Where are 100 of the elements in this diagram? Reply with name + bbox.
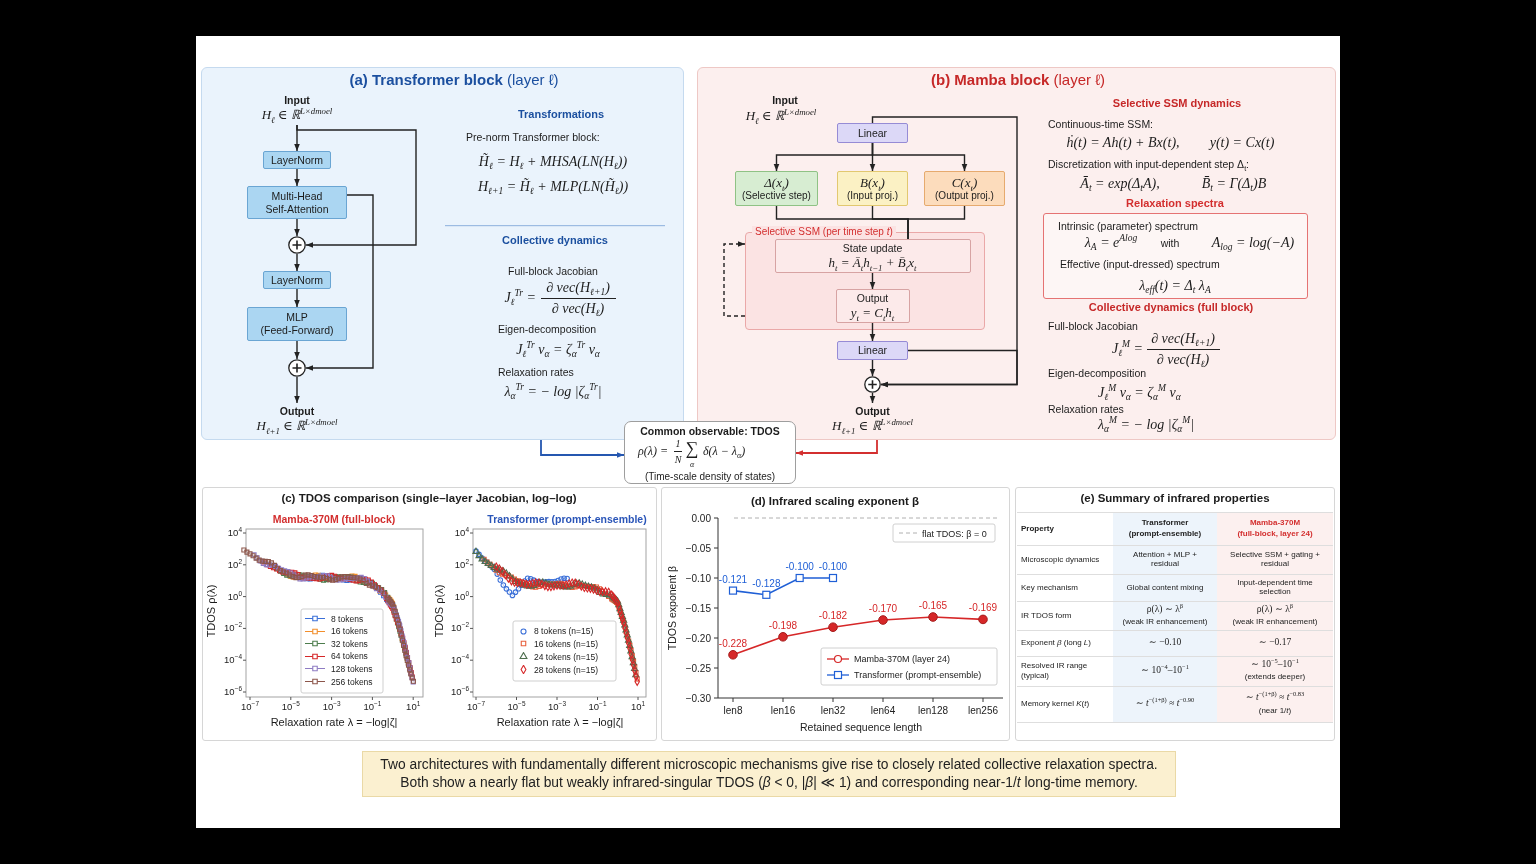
process-box [263,151,331,169]
formula: B(x$_{t}$) [860,174,885,191]
axis-title: TDOS ρ(λ) [205,584,219,638]
table-value: ∼ 10$^{−5}$–10$^{−1}$ [1251,659,1299,671]
tick-label: 10$^{−7}$ [467,701,485,713]
tick-label: 0.00 [691,512,711,524]
legend-text: 64 tokens [331,651,368,662]
tick-label: len32 [820,705,846,716]
panel-title: (a) Transformer block (layer ℓ) [349,71,559,89]
table-value: Global content mixing [1126,582,1204,593]
legend-text: 32 tokens [331,638,368,649]
block-label: (Selective step) [742,190,811,203]
arrow [869,322,876,342]
tick-label: len8 [723,705,743,716]
formula: J$_{ℓ}$$^{Tr}$ v$_{α}$ = ζ$_{α}$$^{Tr}$ v$_{α}$ [516,341,600,359]
arrow [869,272,876,290]
block-label: (Feed-Forward) [260,324,334,337]
table-value: Attention + MLP + residual [1132,549,1198,570]
tick-label: −0.15 [685,602,711,614]
plus-circle-icon [288,359,306,377]
description-text: Effective (input-dressed) spectrum [1060,257,1220,271]
tick-label: 10$^{4}$ [227,527,242,539]
description-text: Pre-norm Transformer block: [466,130,600,144]
table-value: ∼ −0.10 [1148,637,1182,649]
tick-label: 10$^{−5}$ [281,701,300,713]
caption-text: Two architectures with fundamentally different microscopic mechanisms give rise to closely related collective relaxation spectra. Both show a nearly flat but weakly infrared-singular TDOS (β < 0, |β| ≪ 1) and corresponding near-1/t long-time memory. [379,756,1159,792]
legend-text: 16 tokens (n=15) [534,638,599,649]
table-value: ρ(λ) ∼ λ$^{β}$ [1256,604,1294,616]
tick-label: 10$^{−4}$ [451,654,469,666]
formula: Δ(x$_{t}$) [764,174,789,191]
formula: y$_{t}$ = C$_{t}$h$_{t}$ [850,304,895,321]
plus-circle-icon [288,236,306,254]
formula: A$_{log}$ = log(−A) [1211,234,1295,252]
legend-text: Transformer (prompt-ensemble) [854,670,982,681]
description-text: Eigen-decomposition [498,322,597,336]
section-heading: Collective dynamics [502,234,608,248]
formula: y(t) = Cx(t) [1209,134,1275,152]
table-value: ∼ 10$^{−4}$–10$^{−1}$ [1141,665,1189,677]
tick-label: −0.05 [685,542,711,554]
axis-title: TDOS ρ(λ) [433,584,447,638]
description-text: Full-block Jacobian [508,264,598,278]
data-label: -0.165 [918,600,948,611]
arrow [294,218,300,237]
description-text: (Time-scale density of states) [644,470,776,483]
process-box [247,186,347,219]
description-text: with [1160,236,1180,250]
tick-label: 10$^{−1}$ [363,701,382,713]
tick-label: −0.20 [685,632,711,644]
formula: h$_{t}$ = Ā$_{t}$h$_{t−1}$ + B̄$_{t}$x$_{t}$ [828,254,917,271]
tick-label: 10$^{2}$ [454,559,469,571]
arrow [294,288,300,308]
row-label: Key mechanism [1021,582,1078,593]
arrow [880,349,1018,388]
process-box [837,341,908,360]
io-label: Input [284,94,310,107]
formula: H$_{ℓ}$ ∈ ℝ$^{L×dmoel}$ [261,107,333,123]
legend-text: 8 tokens [331,613,364,624]
data-label: -0.198 [768,619,798,631]
io-label: Output [855,404,890,418]
data-label: -0.100 [818,561,848,572]
formula: δ(λ − λ$_{α}$) [703,443,746,459]
legend-text: 24 tokens (n=15) [534,651,599,662]
formula: H$_{ℓ}$ ∈ ℝ$^{L×dmoel}$ [745,108,817,124]
row-label: Resolved IR range (typical) [1021,661,1089,681]
dashed-arrow [723,241,746,317]
diagram-panel [201,67,684,440]
legend-text: 16 tokens [331,626,368,637]
data-label: -0.121 [718,573,748,585]
data-label: -0.228 [718,637,748,649]
tick-label: 10$^{−6}$ [224,686,242,698]
process-box [837,123,908,143]
process-box [247,307,347,341]
description-text: Full-block Jacobian [1048,319,1138,333]
panel-title: (b) Mamba block (layer ℓ) [931,71,1105,89]
tick-label: 10$^{1}$ [406,701,421,713]
formula: B̄$_{t}$ = Γ(Δ$_{t}$)B [1201,175,1267,193]
region-title: Selective SSM (per time step t) [752,226,896,238]
projection-box [735,171,818,206]
formula: J$_{ℓ}$$^{M}$ v$_{α}$ = ζ$_{α}$$^{M}$ v$_{α}$ [1098,384,1181,402]
arrow [294,376,300,404]
legend-text: 8 tokens (n=15) [534,626,594,636]
chart-panel [661,487,1010,741]
formula: J$_{ℓ}$$^{M}$ = [1111,340,1143,358]
formula: ḣ(t) = Ah(t) + Bx(t), [1066,134,1180,152]
tick-label: −0.25 [685,662,711,674]
panel-title: (e) Summary of infrared properties [1080,492,1270,506]
axis-title: Relaxation rate λ = −log|ζ| [270,716,398,730]
table-value: (weak IR enhancement) [1122,617,1208,627]
connector-line [907,205,966,240]
formula: λ$_{α}$$^{Tr}$ = − log |ζ$_{α}$$^{Tr}$| [504,383,602,401]
tick-label: 10$^{−3}$ [548,701,566,713]
table-value: ∼ −0.17 [1258,637,1292,649]
panel-title: (d) Infrared scaling exponent β [751,495,919,509]
formula: N [674,453,682,466]
formula: H̃$_{ℓ}$ = H$_{ℓ}$ + MHSA(LN(H$_{ℓ}$)) [478,153,628,171]
tick-label: 10$^{−7}$ [241,701,259,713]
axis-title: TDOS exponent β [666,565,678,651]
figure-panel [202,487,657,741]
block-label: LayerNorm [271,273,323,287]
plot-title: Mamba-370M (full-block) [272,512,396,526]
